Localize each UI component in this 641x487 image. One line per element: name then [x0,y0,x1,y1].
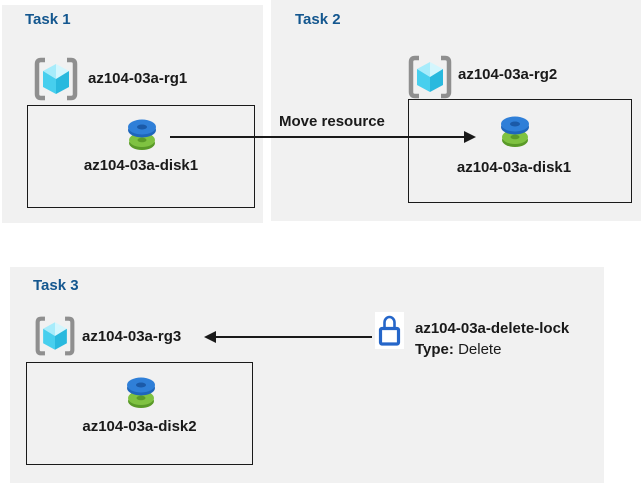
task2-panel [271,0,641,221]
task1-disk-label: az104-03a-disk1 [83,157,199,174]
move-resource-label: Move resource [279,113,385,130]
disk-icon [501,116,529,147]
task3-disk-label: az104-03a-disk2 [82,418,197,435]
task3-panel [10,267,604,483]
lock-arrow-head-icon [204,331,216,343]
task1-title: Task 1 [25,11,71,28]
resource-group-icon [34,57,78,101]
lock-type-line: Type: Delete [415,341,501,358]
lock-type-value: Delete [458,341,502,358]
lock-type-label: Type: [415,341,454,358]
resource-group-icon [408,55,452,99]
lock-icon-background [375,312,404,349]
disk-icon [127,377,155,408]
task1-rg-label: az104-03a-rg1 [88,70,188,87]
task3-resource-box [26,362,253,465]
move-arrow-head-icon [464,131,476,143]
task1-panel [2,5,263,223]
resource-group-icon [35,316,75,356]
task1-resource-box [27,105,255,208]
lock-arrow-line [216,336,372,338]
task3-title: Task 3 [33,277,79,294]
lock-name-label: az104-03a-delete-lock [415,320,570,337]
lock-icon [378,315,401,346]
task3-rg-label: az104-03a-rg3 [82,328,182,345]
disk-icon [128,119,156,150]
task2-rg-label: az104-03a-rg2 [458,66,558,83]
task2-resource-box [408,99,632,203]
task2-title: Task 2 [295,11,341,28]
move-arrow-line [170,136,464,138]
task2-disk-label: az104-03a-disk1 [456,159,572,176]
